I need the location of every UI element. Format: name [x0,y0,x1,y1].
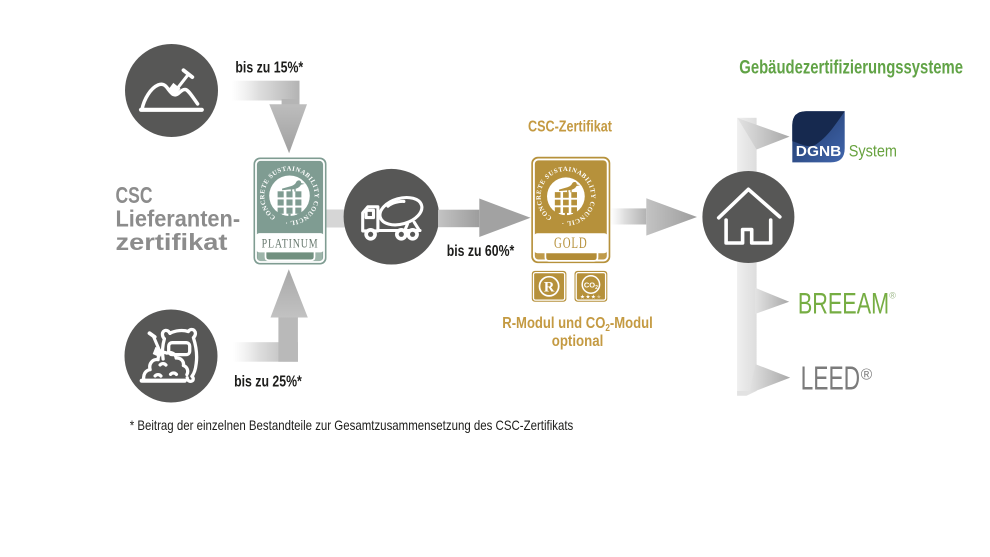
svg-text:DGNB: DGNB [796,144,842,160]
svg-text:bis zu 60%*: bis zu 60%* [447,243,515,260]
svg-text:Lieferanten-: Lieferanten- [116,205,241,231]
svg-text:★★★★: ★★★★ [580,295,602,301]
svg-text:PLATINUM: PLATINUM [262,237,319,251]
svg-text:* Beitrag der einzelnen Bestan: * Beitrag der einzelnen Bestandteile zur… [130,417,574,433]
svg-text:BREEAM: BREEAM [798,288,889,321]
svg-text:R: R [544,280,555,296]
svg-text:R-Modul und CO2-Modul: R-Modul und CO2-Modul [502,315,653,334]
svg-text:bis zu 15%*: bis zu 15%* [235,60,303,77]
svg-text:CO2: CO2 [584,280,598,291]
svg-text:GOLD: GOLD [554,235,588,252]
svg-text:zertifikat: zertifikat [116,229,228,255]
svg-text:CSC-Zertifikat: CSC-Zertifikat [528,119,613,136]
svg-text:System: System [849,143,897,161]
svg-text:CSC: CSC [116,182,153,208]
svg-text:LEED: LEED [801,360,861,397]
svg-text:®: ® [861,367,873,384]
svg-text:bis zu 25%*: bis zu 25%* [234,374,302,391]
svg-text:®: ® [889,291,896,301]
svg-text:Gebäudezertifizierungssysteme: Gebäudezertifizierungssysteme [739,56,963,78]
svg-text:optional: optional [552,333,604,350]
